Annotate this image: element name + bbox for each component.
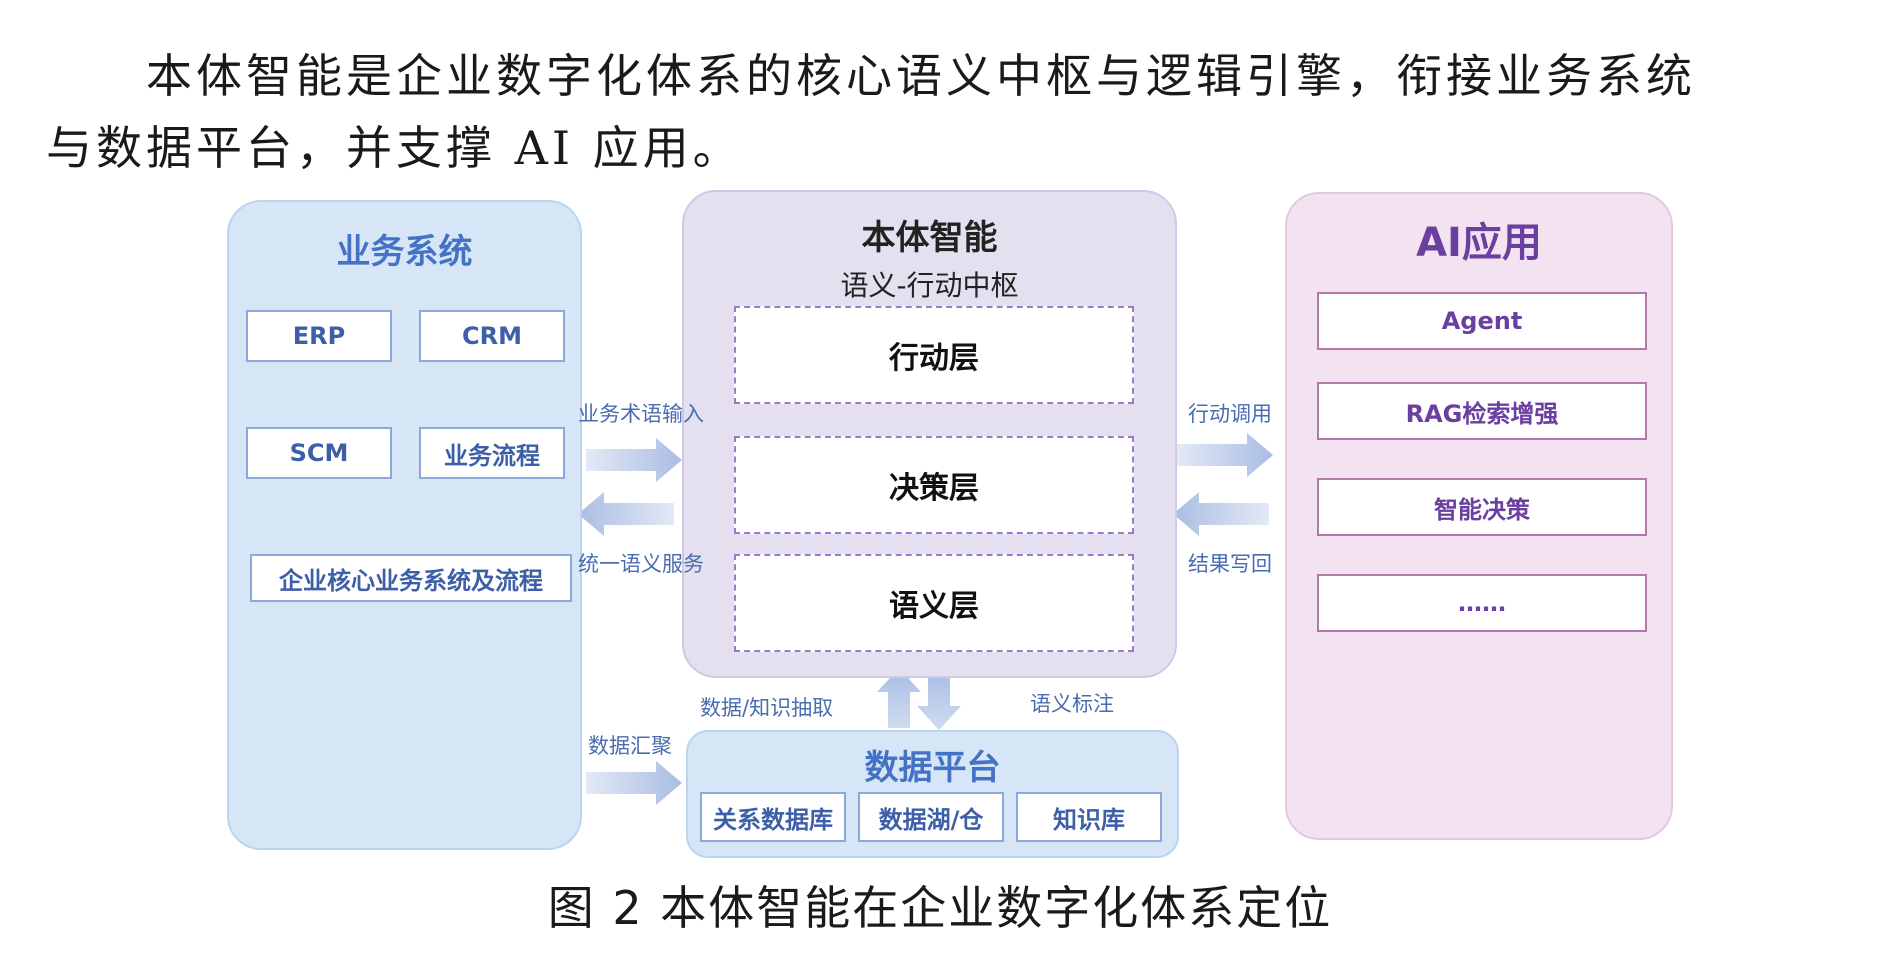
arrow-onto-to-data — [917, 670, 961, 730]
arrow-onto-to-biz — [578, 492, 674, 536]
scm-box: SCM — [246, 427, 392, 479]
core-business-box: 企业核心业务系统及流程 — [250, 554, 572, 602]
crm-box: CRM — [419, 310, 565, 362]
knowledge-base-box: 知识库 — [1016, 792, 1162, 842]
intro-line-2: 与数据平台，并支撑 AI 应用。 — [46, 121, 743, 175]
arrow-biz-to-onto — [586, 438, 682, 482]
relational-db-box: 关系数据库 — [700, 792, 846, 842]
label-biz-to-data: 数据汇聚 — [588, 734, 672, 758]
business-process-box: 业务流程 — [419, 427, 565, 479]
rag-box: RAG检索增强 — [1317, 382, 1647, 440]
intro-paragraph: 本体智能是企业数字化体系的核心语义中枢与逻辑引擎，衔接业务系统 与数据平台，并支… — [46, 40, 1846, 184]
ai-applications-panel: AI应用 Agent RAG检索增强 智能决策 …… — [1285, 192, 1673, 840]
label-onto-to-biz: 统一语义服务 — [578, 552, 704, 576]
arrow-onto-to-ai — [1177, 433, 1273, 477]
ontology-intelligence-panel: 本体智能 语义-行动中枢 行动层 决策层 语义层 — [682, 190, 1177, 678]
action-layer-box: 行动层 — [734, 306, 1134, 404]
ontology-title: 本体智能 — [861, 218, 998, 258]
data-platform-title: 数据平台 — [864, 748, 1001, 788]
data-platform-panel: 数据平台 关系数据库 数据湖/仓 知识库 — [686, 730, 1179, 858]
agent-box: Agent — [1317, 292, 1647, 350]
data-lake-box: 数据湖/仓 — [858, 792, 1004, 842]
arrow-biz-to-data — [586, 761, 682, 805]
arrow-data-to-onto — [877, 668, 921, 728]
arrow-ai-to-onto — [1173, 492, 1269, 536]
label-data-to-onto: 数据/知识抽取 — [700, 696, 834, 720]
ontology-subtitle: 语义-行动中枢 — [840, 269, 1019, 302]
business-systems-panel: 业务系统 ERP CRM SCM 业务流程 企业核心业务系统及流程 — [227, 200, 582, 850]
ai-applications-title: AI应用 — [1416, 220, 1542, 266]
label-onto-to-data: 语义标注 — [1030, 692, 1114, 716]
label-onto-to-ai: 行动调用 — [1188, 402, 1272, 426]
intro-line-1: 本体智能是企业数字化体系的核心语义中枢与逻辑引擎，衔接业务系统 — [146, 49, 1696, 103]
label-ai-to-onto: 结果写回 — [1188, 552, 1272, 576]
decision-layer-box: 决策层 — [734, 436, 1134, 534]
business-systems-title: 业务系统 — [336, 232, 473, 272]
ellipsis-box: …… — [1317, 574, 1647, 632]
erp-box: ERP — [246, 310, 392, 362]
label-biz-to-onto: 业务术语输入 — [578, 402, 704, 426]
figure-caption: 图 2 本体智能在企业数字化体系定位 — [547, 881, 1333, 935]
semantic-layer-box: 语义层 — [734, 554, 1134, 652]
smart-decision-box: 智能决策 — [1317, 478, 1647, 536]
